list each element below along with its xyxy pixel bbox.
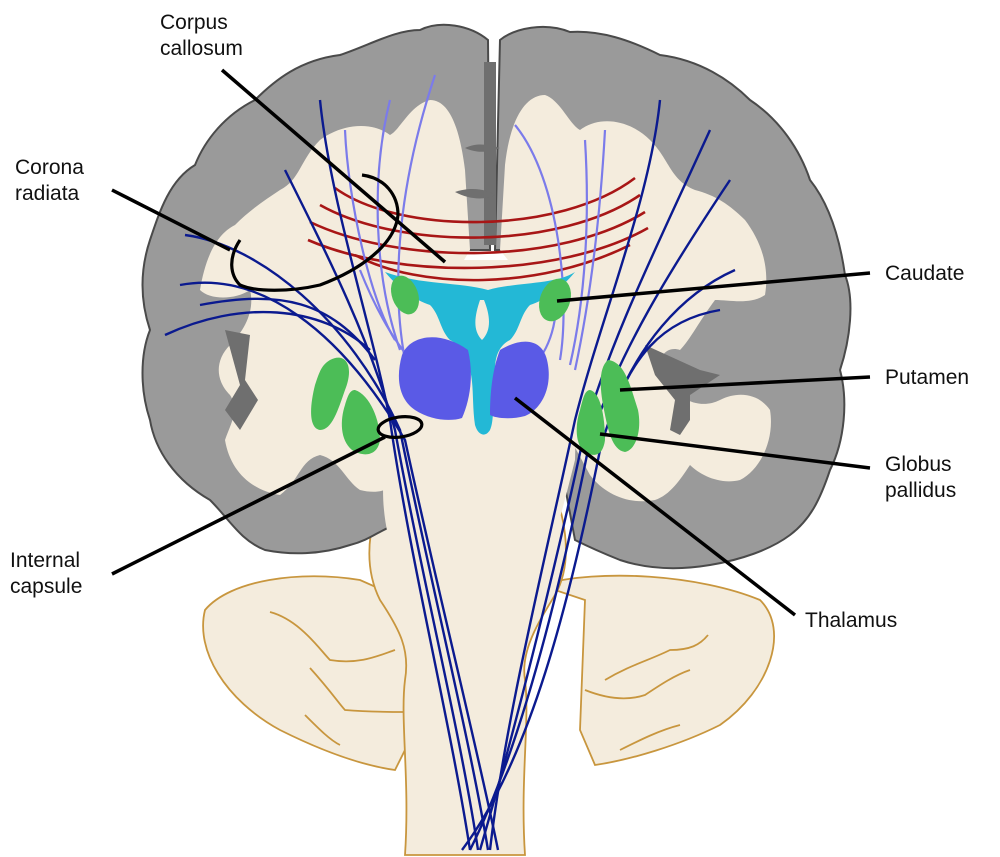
callosal-fiber [307, 226, 649, 270]
leader-corpus-callosum [220, 68, 447, 264]
longitudinal-fissure [484, 62, 496, 245]
projection-fiber [184, 233, 490, 851]
putamen-right [600, 360, 640, 452]
label-corpus-callosum: Corpus callosum [160, 11, 243, 60]
caudate-nuclei [390, 275, 571, 322]
association-fiber [568, 139, 588, 366]
association-fiber [514, 124, 565, 361]
cerebellum-left-lobe [202, 575, 411, 771]
label-putamen: Putamen [885, 366, 970, 389]
lateral-ventricles [385, 272, 575, 435]
thalamus-left [398, 337, 471, 420]
association-fiber [397, 74, 437, 361]
leader-internal-capsule [111, 435, 386, 576]
label-globus-pallidus: Globus pallidus [885, 453, 957, 502]
sulcus-right-lateral [645, 345, 720, 435]
leader-caudate [556, 271, 871, 303]
projection-fiber [461, 268, 736, 851]
fissure-notch-2 [455, 188, 495, 199]
cerebellum-fold-right-1 [604, 634, 709, 681]
corona-radiata-ring [230, 173, 400, 292]
label-internal-capsule: Internal capsule [10, 549, 83, 598]
callosal-fiber [309, 210, 646, 255]
white-matter [200, 95, 771, 560]
leader-thalamus [513, 396, 797, 617]
label-corona-radiata: Corona radiata [15, 156, 84, 205]
projection-fiber [283, 169, 480, 851]
label-thalamus: Thalamus [805, 609, 898, 632]
cerebellum-fold-left-2 [309, 667, 406, 713]
cerebellum-fold-left-3 [304, 714, 341, 746]
sulcus-left-lateral [225, 330, 258, 430]
globus-pallidus-right [576, 390, 605, 455]
projection-fiber [164, 310, 371, 351]
thalamus [398, 337, 549, 420]
globus-pallidus-left [341, 390, 380, 455]
association-fiber [376, 99, 402, 351]
fissure-notch-1 [465, 144, 500, 152]
annotation-leaders [111, 68, 871, 617]
leader-corona-radiata [111, 188, 231, 252]
projection-fiber [179, 281, 500, 851]
caudate-right [539, 278, 571, 322]
cerebellum-right-lobe [536, 574, 775, 766]
leader-putamen [619, 375, 871, 392]
cerebellum-fold-right-3 [619, 724, 681, 751]
cerebellum-fold-right-2 [584, 669, 691, 700]
projection-fiber [488, 99, 662, 851]
cerebellum [202, 574, 775, 771]
callosal-fiber [334, 176, 636, 224]
label-caudate: Caudate [885, 262, 965, 285]
cerebellum-fold-left-1 [269, 611, 396, 663]
putamen-left [311, 357, 350, 430]
association-fiber [573, 129, 607, 371]
internal-capsule-ring [376, 415, 424, 439]
thalamus-right [490, 341, 549, 419]
lentiform-nuclei [311, 357, 640, 455]
leader-globus-pallidus [599, 432, 871, 470]
caudate-left [390, 275, 420, 315]
